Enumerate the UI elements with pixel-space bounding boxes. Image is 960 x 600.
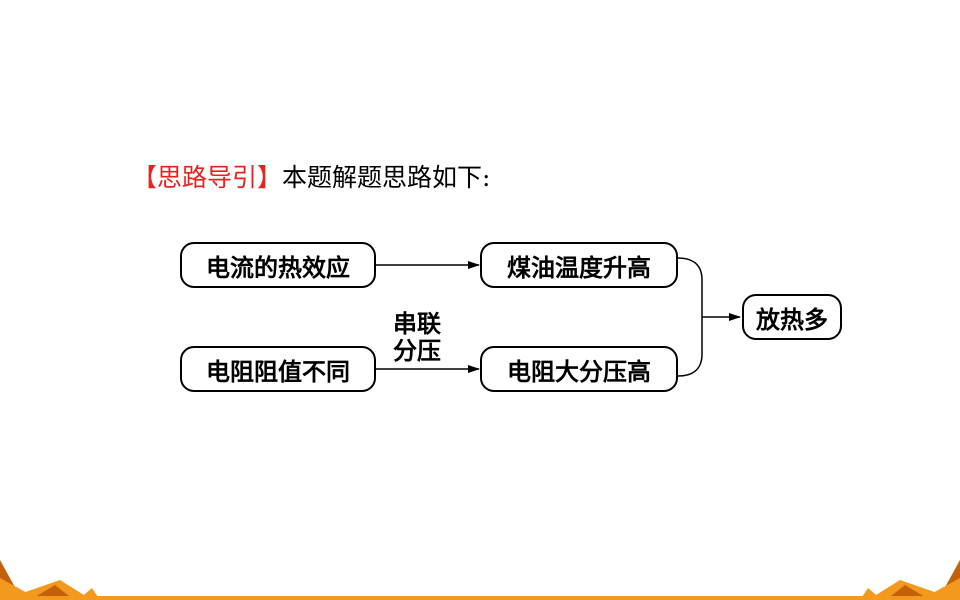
decor-left [0,560,100,600]
node-resistance-diff-label: 电阻阻值不同 [206,357,350,386]
node-oil-temp: 煤油温度升高 [480,242,678,288]
node-more-heat: 放热多 [742,294,842,340]
node-heat-effect-label: 电流的热效应 [206,253,350,282]
guide-heading: 【思路导引】本题解题思路如下: [132,160,490,196]
decor-bottom-strip [0,596,960,600]
edge-label-series: 串联 分压 [393,311,441,365]
node-resistance-diff: 电阻阻值不同 [180,346,376,392]
guide-tag: 【思路导引】 [132,163,283,192]
node-oil-temp-label: 煤油温度升高 [507,253,651,282]
edge-label-line-1: 串联 [393,310,441,338]
guide-text: 本题解题思路如下: [282,163,491,192]
node-high-voltage-label: 电阻大分压高 [507,357,651,386]
node-more-heat-label: 放热多 [756,305,828,334]
node-heat-effect: 电流的热效应 [180,242,376,288]
node-high-voltage: 电阻大分压高 [480,346,678,392]
edge-label-line-2: 分压 [393,337,441,365]
decor-right [860,560,960,600]
